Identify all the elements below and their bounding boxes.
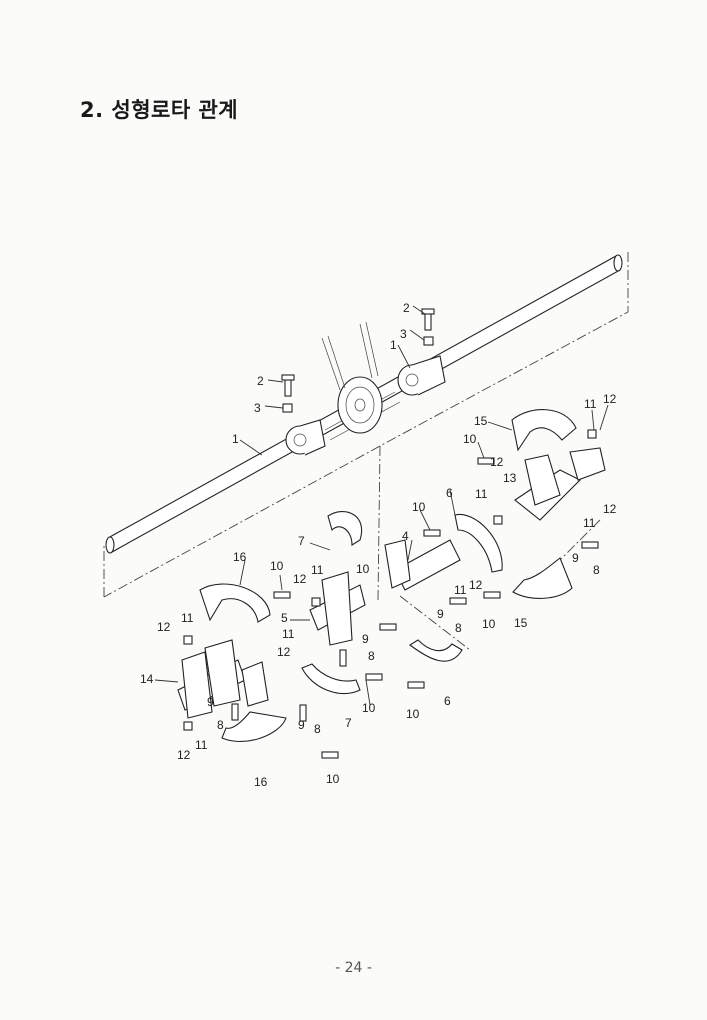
callout: 12 <box>177 748 191 762</box>
shaft-collar-right <box>397 355 446 396</box>
callout: 10 <box>406 707 420 721</box>
shaft-collar-left <box>285 419 326 456</box>
callout: 9 <box>362 632 369 646</box>
callout-labels: 2 3 1 2 3 1 15 11 12 10 13 11 12 12 11 9… <box>140 301 617 789</box>
callout: 12 <box>603 392 617 406</box>
callout: 8 <box>314 722 321 736</box>
callout: 16 <box>254 775 268 789</box>
callout: 15 <box>474 414 488 428</box>
callout: 8 <box>217 718 224 732</box>
callout: 9 <box>207 695 214 709</box>
callout: 15 <box>514 616 528 630</box>
callout: 9 <box>437 607 444 621</box>
callout: 3 <box>400 327 407 341</box>
callout: 11 <box>475 487 488 501</box>
callout: 11 <box>181 611 194 625</box>
callout: 11 <box>584 397 597 411</box>
callout: 11 <box>311 563 324 577</box>
callout: 12 <box>603 502 617 516</box>
callout: 2 <box>403 301 410 315</box>
fasteners <box>183 429 599 759</box>
callout: 3 <box>254 401 261 415</box>
callout: 6 <box>444 694 451 708</box>
callout: 14 <box>140 672 154 686</box>
callout: 9 <box>572 551 579 565</box>
callout: 10 <box>482 617 496 631</box>
callout: 11 <box>454 583 467 597</box>
callout: 11 <box>282 627 295 641</box>
assembly-frame <box>103 252 629 651</box>
callout: 8 <box>368 649 375 663</box>
callout: 7 <box>298 534 305 548</box>
blade-brackets <box>177 447 606 719</box>
callout: 12 <box>469 578 483 592</box>
callout: 7 <box>345 716 352 730</box>
page-number: - 24 - <box>335 960 372 976</box>
callout: 12 <box>157 620 171 634</box>
callout: 1 <box>232 432 239 446</box>
callout: 16 <box>233 550 247 564</box>
callout: 10 <box>356 562 370 576</box>
callout: 6 <box>446 486 453 500</box>
callout: 1 <box>390 338 397 352</box>
callout: 4 <box>402 529 409 543</box>
callout: 11 <box>583 516 596 530</box>
shaft-bolts <box>281 308 435 413</box>
callout: 10 <box>362 701 376 715</box>
callout: 8 <box>593 563 600 577</box>
callout: 11 <box>195 738 208 752</box>
callout: 12 <box>293 572 307 586</box>
callout-leaders <box>154 305 609 706</box>
callout: 13 <box>503 471 517 485</box>
callout: 12 <box>490 455 504 469</box>
callout: 10 <box>412 500 426 514</box>
drive-pulley <box>321 321 383 434</box>
callout: 10 <box>463 432 477 446</box>
rotor-blades <box>199 409 577 743</box>
callout: 5 <box>281 611 288 625</box>
callout: 10 <box>326 772 340 786</box>
callout: 8 <box>455 621 462 635</box>
callout: 12 <box>277 645 291 659</box>
callout: 2 <box>257 374 264 388</box>
callout: 10 <box>270 559 284 573</box>
page-title: 2. 성형로타 관계 <box>80 98 239 122</box>
callout: 9 <box>298 718 305 732</box>
